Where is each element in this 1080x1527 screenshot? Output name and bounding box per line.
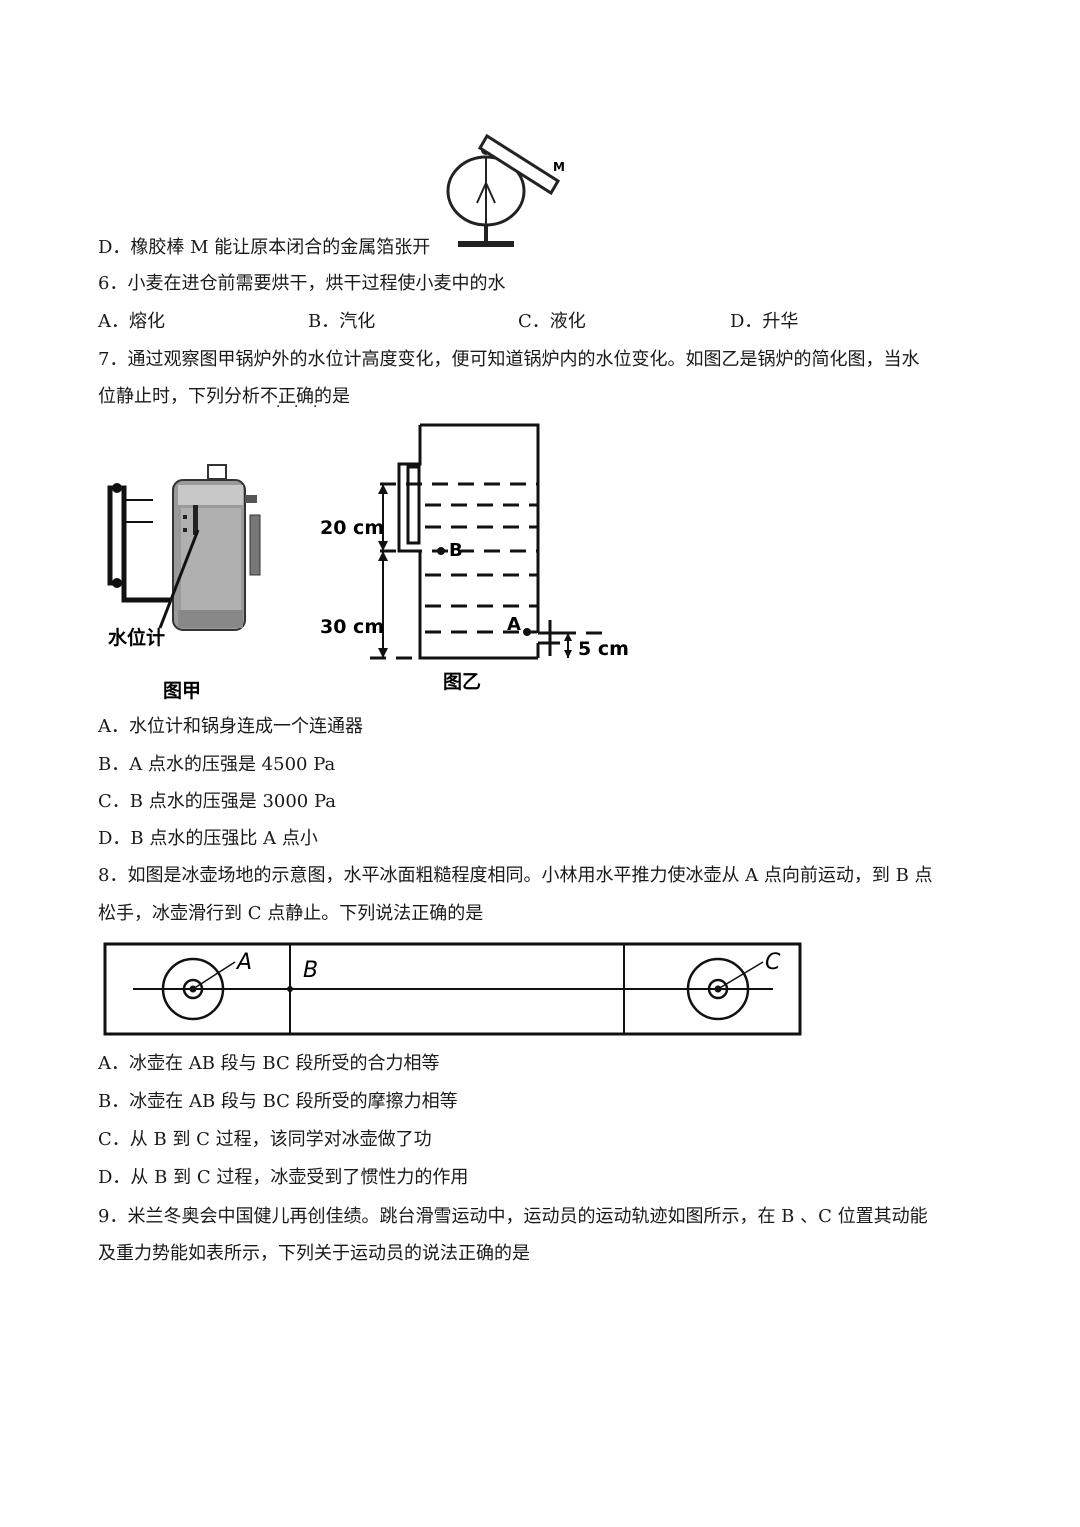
emphasis-dot: ·: [313, 399, 318, 415]
point-label-a: A: [235, 950, 252, 975]
boiler-diagram-figure: 20 cm 30 cm 5 cm B A 图乙: [320, 423, 629, 693]
q6-option-d: D．升华: [730, 311, 799, 332]
point-label-c: C: [765, 950, 781, 975]
q8-stem-line2: 松手，冰壶滑行到 C 点静止。下列说法正确的是: [98, 903, 484, 924]
q7-option-b: B．A 点水的压强是 4500 Pa: [98, 754, 336, 775]
q8-option-a: A．冰壶在 AB 段与 BC 段所受的合力相等: [98, 1053, 440, 1074]
rod-label-m: M: [553, 160, 565, 174]
dim-label-5cm: 5 cm: [578, 638, 629, 660]
q7-option-a: A．水位计和锅身连成一个连通器: [98, 716, 363, 737]
emphasis-dot: ·: [294, 399, 299, 415]
dim-label-30cm: 30 cm: [320, 616, 384, 638]
q8-stem-line1: 8．如图是冰壶场地的示意图，水平冰面粗糙程度相同。小林用水平推力使冰壶从 A 点…: [98, 865, 933, 886]
point-label-b: B: [449, 540, 463, 561]
point-label-b: B: [303, 958, 318, 983]
fig-yi-caption: 图乙: [443, 671, 481, 693]
q7-option-d: D．B 点水的压强比 A 点小: [98, 828, 318, 849]
q8-option-c: C．从 B 到 C 过程，该同学对冰壶做了功: [98, 1129, 432, 1150]
water-gauge-label: 水位计: [108, 626, 165, 649]
q7-stem-line2: 位静止时，下列分析不正确的是: [98, 386, 350, 407]
fig-jia-caption: 图甲: [163, 680, 201, 702]
q7-option-c: C．B 点水的压强是 3000 Pa: [98, 791, 337, 812]
electroscope-figure: M: [446, 133, 565, 247]
q6-option-a: A．熔化: [98, 311, 165, 332]
q9-stem-line2: 及重力势能如表所示，下列关于运动员的说法正确的是: [98, 1243, 530, 1264]
q9-stem-line1: 9．米兰冬奥会中国健儿再创佳绩。跳台滑雪运动中，运动员的运动轨迹如图所示，在 B…: [98, 1206, 928, 1227]
q7-stem-line1: 7．通过观察图甲锅炉外的水位计高度变化，便可知道锅炉内的水位变化。如图乙是锅炉的…: [98, 349, 920, 370]
q6-option-b: B．汽化: [308, 311, 376, 332]
q6-option-c: C．液化: [518, 311, 586, 332]
q6-stem: 6．小麦在进仓前需要烘干，烘干过程使小麦中的水: [98, 273, 506, 294]
point-label-a: A: [507, 614, 521, 635]
curling-rink-figure: A B C: [103, 942, 802, 1036]
boiler-photo-figure: 水位计 图甲: [107, 464, 261, 702]
dim-label-20cm: 20 cm: [320, 517, 384, 539]
q8-option-d: D．从 B 到 C 过程，冰壶受到了惯性力的作用: [98, 1167, 469, 1188]
emphasis-dot: ·: [276, 399, 281, 415]
q5-option-d: D．橡胶棒 M 能让原本闭合的金属箔张开: [98, 237, 431, 258]
q8-option-b: B．冰壶在 AB 段与 BC 段所受的摩擦力相等: [98, 1091, 458, 1112]
